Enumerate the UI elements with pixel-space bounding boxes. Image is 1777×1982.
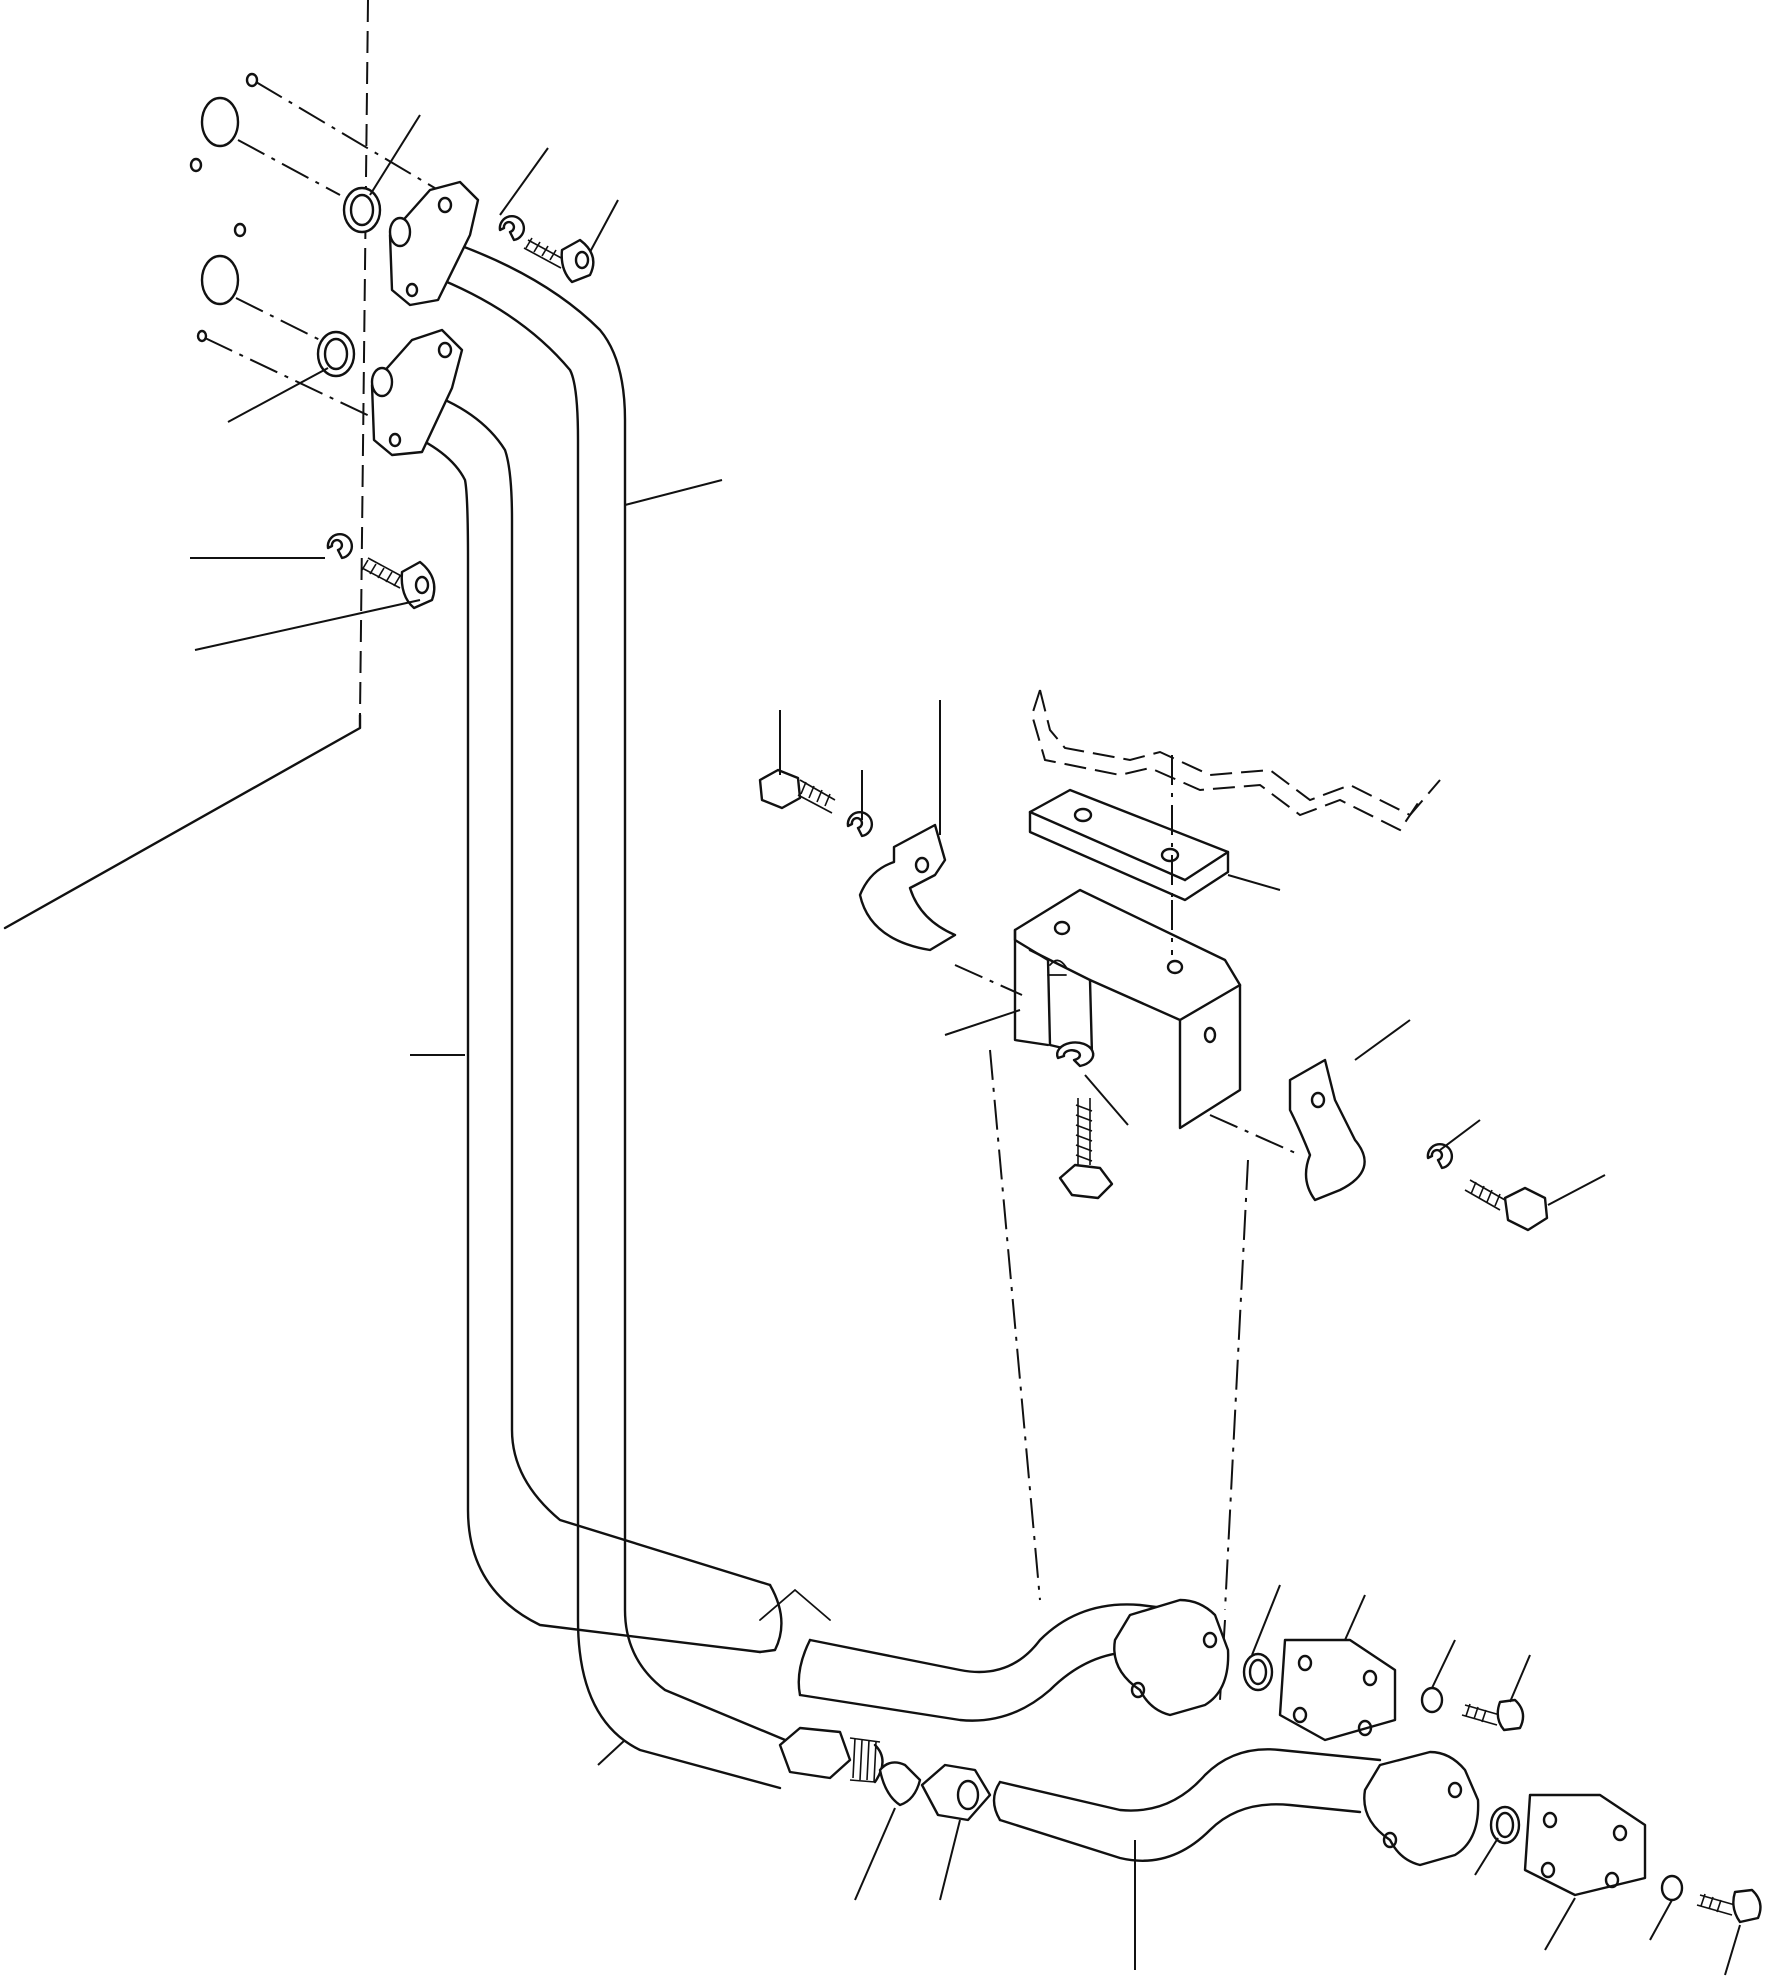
left-pipe-clamp [858,823,957,952]
leader-lines-bracket [779,700,1606,1206]
spacer-plate [1028,788,1230,902]
upper-flange [388,180,480,307]
left-hex-bolt [758,768,836,814]
lower-branch-pipe [992,1748,1382,1862]
port-o-ring-lower [200,254,240,306]
lower-flange [370,328,464,457]
dowel-pin-top [245,72,259,88]
pipe-hex-nut [920,1763,992,1822]
lower-branch-washer [1660,1874,1684,1902]
lower-branch-o-ring [1489,1805,1521,1845]
upper-port-group [189,72,456,441]
lower-branch-split-flange [1523,1793,1647,1897]
leader-lines-upper [190,114,723,1056]
upper-lock-washer [498,215,526,242]
lower-branch-socket-bolt [1696,1888,1762,1924]
upper-branch-elbow-flange [1113,1598,1230,1717]
o-ring-lower [316,330,356,378]
upper-branch-o-ring [1242,1652,1274,1692]
right-lock-washer [1426,1143,1454,1170]
dowel-pin-mid [233,222,247,238]
dowel-pin-top-lower [189,157,203,173]
upper-branch-socket-bolt [1461,1698,1525,1732]
lower-socket-bolt [361,557,436,610]
upper-branch-washer [1420,1686,1444,1714]
leader-lines-lower [597,1584,1741,1976]
center-lock-washer [1056,1041,1095,1068]
pipe-union-nut [778,1726,884,1784]
upper-socket-bolt [523,237,595,284]
engine-outline-dashed [1030,689,1441,832]
upper-branch-split-flange [1278,1638,1397,1742]
clamp-alignment-lines [954,964,1301,1701]
dowel-pin-lower [196,329,208,343]
lower-lock-washer [326,533,354,560]
right-pipe-clamp [1288,1058,1366,1202]
pipe-outer [428,233,792,1790]
o-ring-upper [342,186,382,234]
left-lock-washer [846,811,874,838]
port-o-ring-top [200,96,240,148]
right-hex-bolt [1464,1179,1549,1232]
lower-branch-elbow-flange [1363,1750,1480,1867]
mounting-bracket [1013,888,1242,1130]
center-hex-bolt [1058,1098,1114,1200]
housing-centerline [3,0,369,930]
pipe-inner [398,388,772,1654]
pipe-sleeve [878,1761,922,1807]
